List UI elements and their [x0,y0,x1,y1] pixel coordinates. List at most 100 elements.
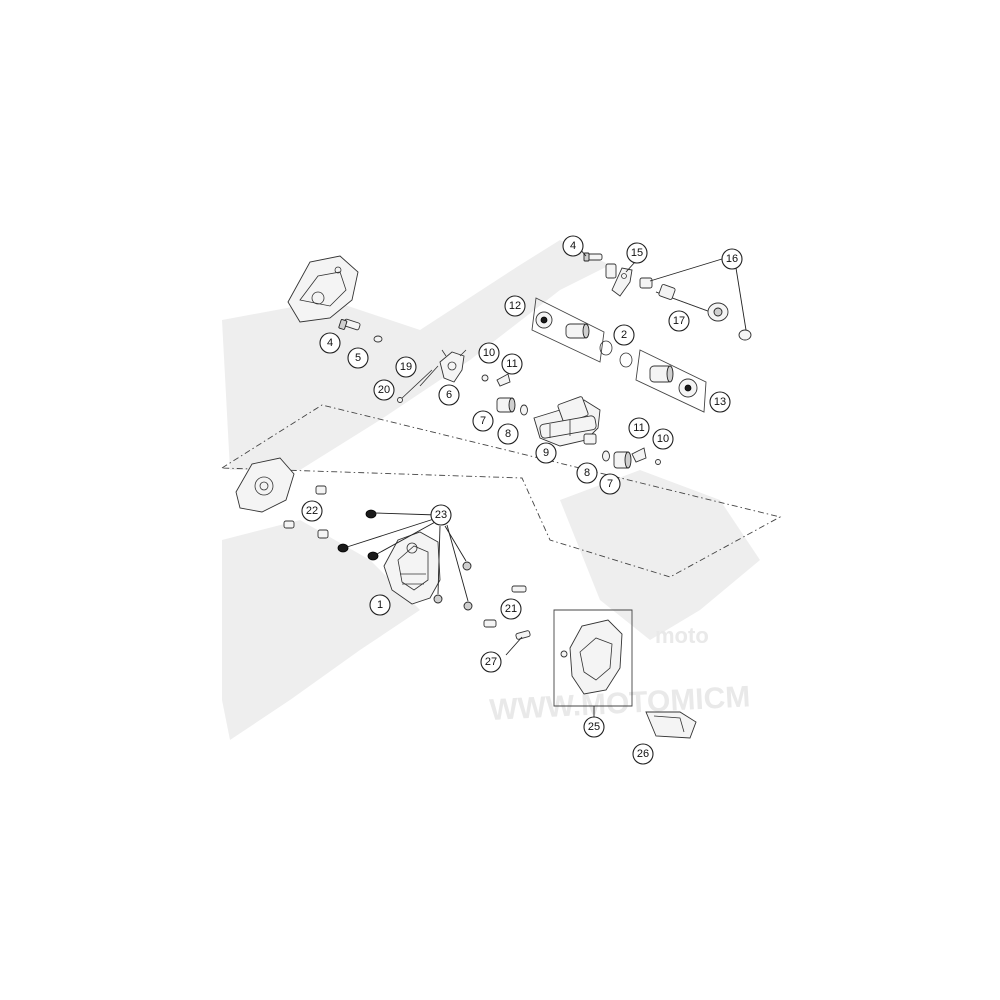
kit-box-part-25 [553,609,633,707]
washer-part-5 [373,335,383,343]
screw-part-10-left [481,374,489,382]
grommet-part-23 [337,509,473,611]
callout-27: 27 [480,651,502,673]
ring-part-8-lower [602,450,610,462]
svg-text:7: 7 [607,478,613,490]
callout-15: 15 [626,242,648,264]
callout-16: 16 [721,248,743,270]
o-ring-part-2 [599,340,633,368]
svg-text:10: 10 [657,433,669,445]
callout-6: 6 [438,384,460,406]
spring-part-19 [419,365,439,387]
bushing-part-16-top [639,277,653,289]
callout-5: 5 [347,347,369,369]
svg-text:25: 25 [588,721,600,733]
bolt-part-21b [483,619,497,628]
svg-text:13: 13 [714,396,726,408]
cam-part-11-left [496,373,511,387]
svg-text:27: 27 [485,656,497,668]
shift-pin-part-20 [397,369,433,403]
svg-text:15: 15 [631,247,643,259]
guard-part-26 [645,711,697,739]
bolt-part-22 [283,485,329,539]
callout-11-right: 11 [628,417,650,439]
cam-part-11-right [631,447,647,463]
callouts: 1 2 4 4 5 6 7 7 8 8 9 10 10 11 11 12 13 … [301,235,743,765]
callout-12: 12 [504,295,526,317]
callout-2: 2 [613,324,635,346]
svg-text:19: 19 [400,361,412,373]
svg-text:11: 11 [633,422,644,434]
svg-text:17: 17 [673,315,685,327]
shift-drum-part-9 [533,396,601,447]
svg-text:4: 4 [570,240,576,252]
watermark-brand: moto [655,623,709,648]
kickstart-gear-part-17 [707,302,729,322]
svg-text:21: 21 [505,603,517,615]
engine-cover-top-ref [287,255,359,323]
svg-text:6: 6 [446,389,452,401]
svg-text:26: 26 [637,748,649,760]
bushing-part-16-bottom [738,329,752,341]
screw-part-10-right [655,459,661,465]
svg-text:12: 12 [509,300,521,312]
svg-text:7: 7 [480,415,486,427]
callout-8-lower: 8 [576,462,598,484]
callout-4-left: 4 [319,332,341,354]
svg-text:8: 8 [505,428,511,440]
sleeve-part-12 [565,323,590,339]
bolt-part-27 [515,630,531,640]
protector-part-25 [560,619,623,695]
svg-text:8: 8 [584,467,590,479]
svg-text:16: 16 [726,253,738,265]
assembly-boundary-line [221,404,782,578]
svg-text:1: 1 [377,599,383,611]
svg-text:23: 23 [435,509,447,521]
callout-10-right: 10 [652,428,674,450]
ring-part-8-upper [520,404,528,416]
watermark-url: WWW.MOTOMICM [489,680,751,727]
gear-part-13 [678,378,698,398]
callout-9: 9 [535,442,557,464]
callout-4-top: 4 [562,235,584,257]
svg-text:5: 5 [355,352,361,364]
callout-20: 20 [373,379,395,401]
bolt-part-21 [511,585,527,593]
callout-10-left: 10 [478,342,500,364]
clutch-cover-part-1 [383,531,441,605]
bolt-part-4-top [583,252,603,262]
callout-17: 17 [668,310,690,332]
engine-cover-bottom-ref [235,457,295,513]
svg-text:11: 11 [506,358,517,370]
callout-13: 13 [709,391,731,413]
callout-22: 22 [301,500,323,522]
leader-lines [346,247,747,717]
callout-1: 1 [369,594,391,616]
shift-lever-part-6 [439,349,467,383]
svg-text:22: 22 [306,505,318,517]
svg-text:10: 10 [483,347,495,359]
callout-25: 25 [583,716,605,738]
bearing-part-7-upper [496,397,516,413]
svg-text:20: 20 [378,384,390,396]
svg-text:9: 9 [543,447,549,459]
callout-11-left: 11 [501,353,523,375]
sleeve-part-13 [649,365,674,383]
gear-part-12 [535,311,553,329]
callout-23: 23 [430,504,452,526]
bearing-part-7-lower [613,451,632,469]
bracket-part-15 [605,263,633,297]
kit-box-part-13 [635,349,707,413]
callout-7-upper: 7 [472,410,494,432]
bolt-part-4-left [338,318,361,331]
callout-19: 19 [395,356,417,378]
callout-8-upper: 8 [497,423,519,445]
callout-26: 26 [632,743,654,765]
kit-box-part-12 [531,297,605,363]
svg-text:4: 4 [327,337,333,349]
callout-7-lower: 7 [599,473,621,495]
svg-text:2: 2 [621,329,627,341]
callout-21: 21 [500,598,522,620]
kickstart-shaft-part-17 [655,284,717,315]
